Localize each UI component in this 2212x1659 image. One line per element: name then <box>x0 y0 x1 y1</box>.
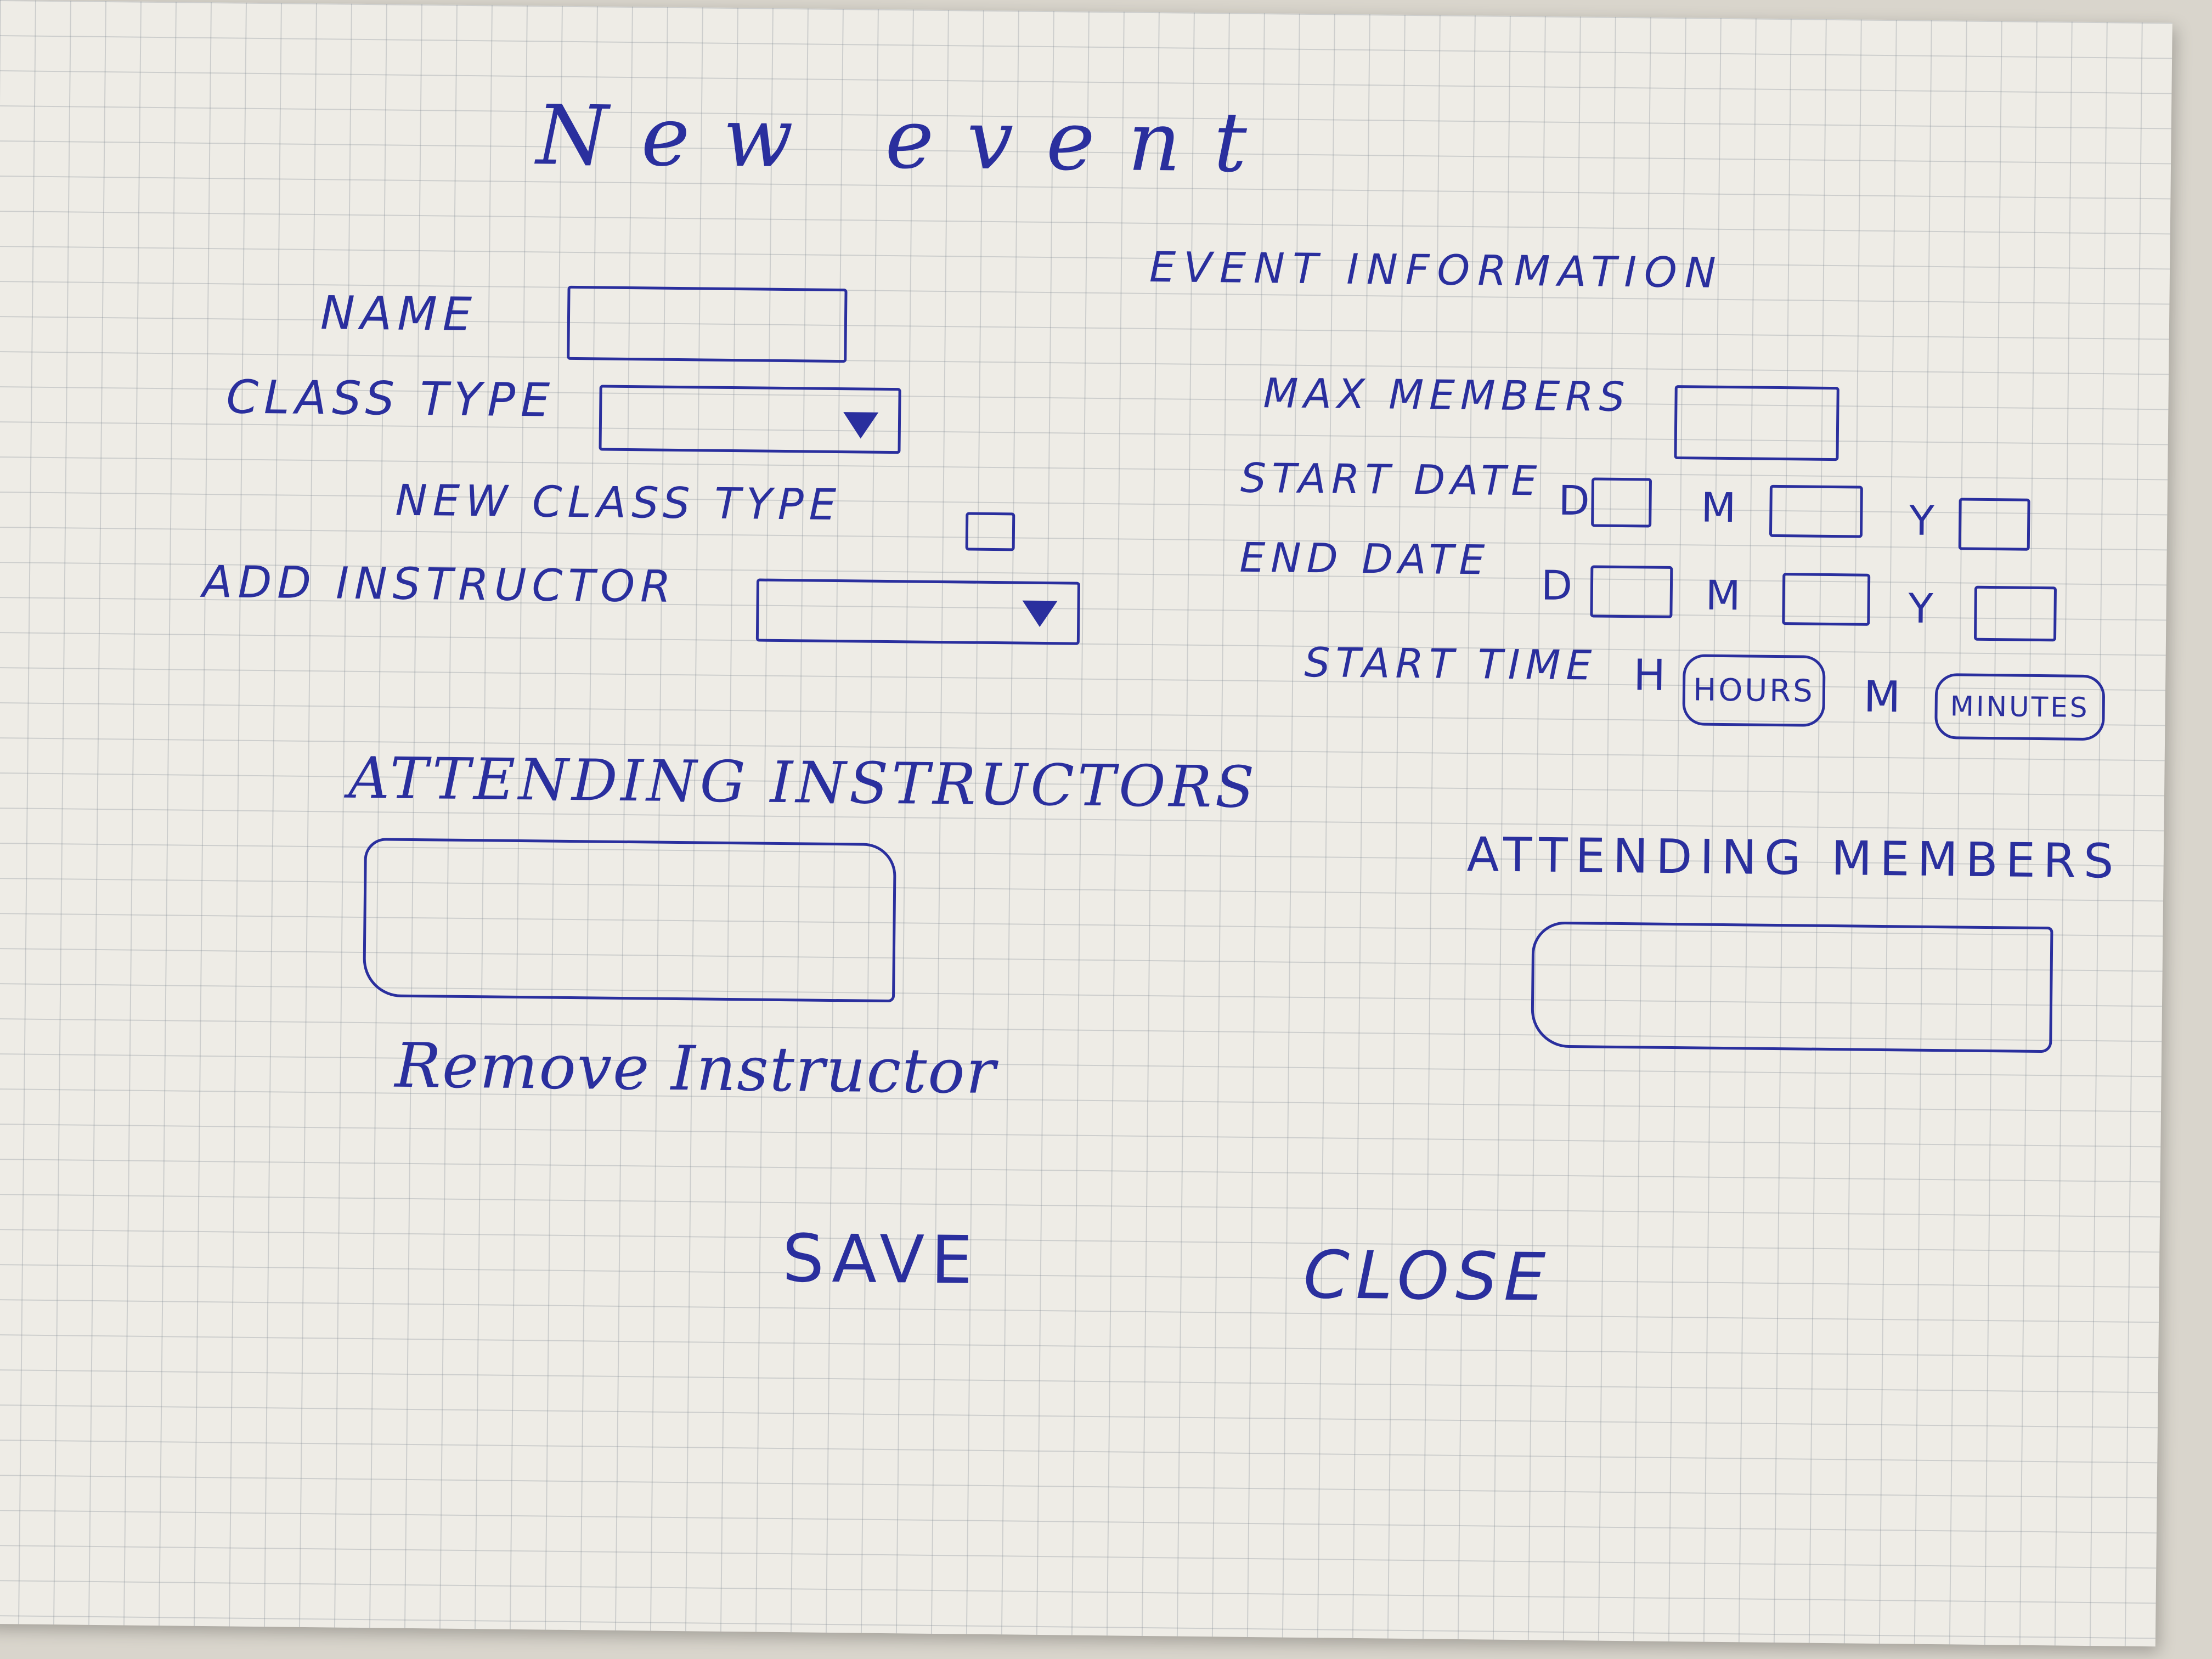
class-type-select[interactable] <box>599 385 901 454</box>
end-date-month-input[interactable] <box>1782 573 1871 626</box>
new-class-type-checkbox[interactable] <box>965 512 1015 551</box>
end-date-label: END DATE <box>1239 534 1491 584</box>
start-time-minutes-input[interactable]: MINUTES <box>1934 673 2106 741</box>
start-date-month-input[interactable] <box>1769 484 1863 538</box>
start-date-year-label: Y <box>1909 497 1940 545</box>
start-date-day-label: D <box>1558 477 1596 525</box>
end-date-year-input[interactable] <box>1973 585 2057 642</box>
new-class-type-label: NEW CLASS TYPE <box>395 476 842 531</box>
add-instructor-select[interactable] <box>755 578 1081 645</box>
start-date-day-input[interactable] <box>1591 477 1652 528</box>
start-date-month-label: M <box>1701 484 1742 532</box>
max-members-label: MAX MEMBERS <box>1263 370 1631 421</box>
end-date-month-label: M <box>1705 572 1747 620</box>
start-time-minute-label: M <box>1863 672 1906 723</box>
max-members-input[interactable] <box>1674 385 1839 461</box>
sketch-paper: New event NAME CLASS TYPE NEW CLASS TYPE… <box>0 0 2172 1647</box>
attending-instructors-label: ATTENDING INSTRUCTORS <box>348 744 1258 821</box>
close-button[interactable]: CLOSE <box>1303 1237 1553 1316</box>
add-instructor-label: ADD INSTRUCTOR <box>202 556 677 612</box>
attending-members-list[interactable] <box>1531 921 2053 1053</box>
page-title: New event <box>535 88 1280 191</box>
remove-instructor-link[interactable]: Remove Instructor <box>394 1030 997 1108</box>
attending-instructors-list[interactable] <box>363 838 896 1003</box>
dropdown-arrow-icon <box>1022 600 1058 628</box>
event-information-heading: EVENT INFORMATION <box>1149 242 1724 297</box>
name-label: NAME <box>320 286 478 342</box>
save-button[interactable]: SAVE <box>782 1221 980 1299</box>
end-date-day-input[interactable] <box>1590 565 1673 618</box>
dropdown-arrow-icon <box>843 412 879 439</box>
end-date-day-label: D <box>1541 562 1578 610</box>
start-date-label: START DATE <box>1240 454 1543 505</box>
name-input[interactable] <box>567 285 848 363</box>
start-time-label: START TIME <box>1304 639 1598 690</box>
end-date-year-label: Y <box>1908 585 1939 633</box>
start-time-hour-label: H <box>1633 651 1672 701</box>
start-time-hours-input[interactable]: HOURS <box>1682 654 1826 727</box>
class-type-label: CLASS TYPE <box>225 370 556 427</box>
attending-members-label: ATTENDING MEMBERS <box>1466 827 2121 889</box>
start-date-year-input[interactable] <box>1958 498 2030 551</box>
